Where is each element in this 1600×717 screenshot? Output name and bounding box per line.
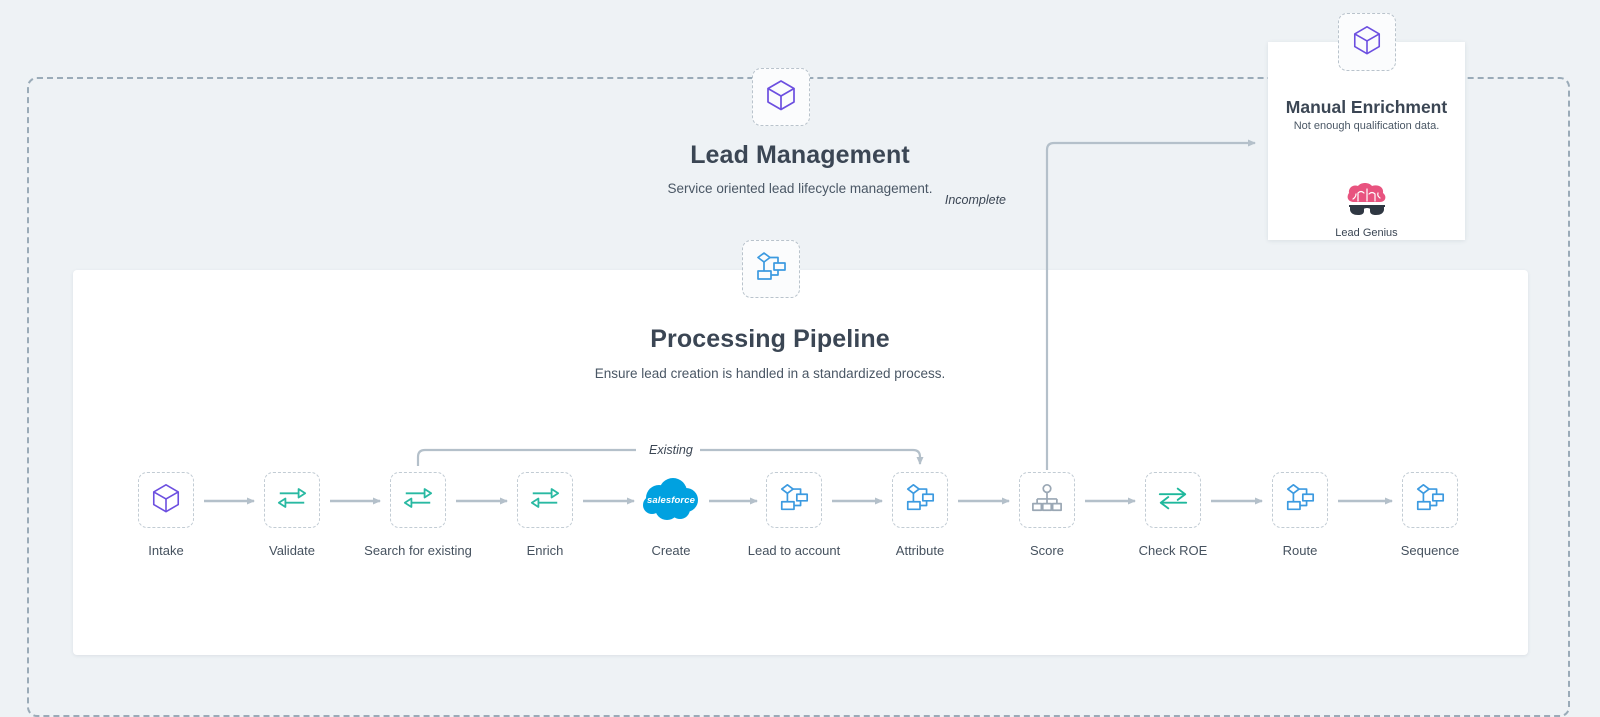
pipeline-step-lead-to-account[interactable]: Lead to account xyxy=(739,472,849,559)
exchange-icon xyxy=(529,482,561,519)
step-tile xyxy=(138,472,194,528)
cube-icon xyxy=(764,78,798,117)
pipeline-step-search-for-existing[interactable]: Search for existing xyxy=(363,472,473,559)
step-tile xyxy=(1019,472,1075,528)
step-tile xyxy=(264,472,320,528)
manual-enrichment-subtitle: Not enough qualification data. xyxy=(1293,120,1440,132)
swap-icon xyxy=(1157,482,1189,519)
pipeline-steps: Intake Validate xyxy=(111,472,1485,559)
step-tile xyxy=(517,472,573,528)
pipeline-step-enrich[interactable]: Enrich xyxy=(490,472,600,559)
flowchart-icon xyxy=(754,250,788,289)
cube-icon xyxy=(150,482,182,519)
diagram-canvas: Lead Management Service oriented lead li… xyxy=(27,13,1570,717)
flowchart-icon xyxy=(904,482,936,519)
step-label: Route xyxy=(1282,543,1318,558)
step-label: Check ROE xyxy=(1138,543,1208,558)
step-tile: salesforce xyxy=(643,472,699,528)
step-tile xyxy=(892,472,948,528)
step-tile xyxy=(1145,472,1201,528)
flowchart-icon xyxy=(1284,482,1316,519)
processing-pipeline-panel xyxy=(73,270,1528,655)
lead-management-subtitle: Service oriented lead lifecycle manageme… xyxy=(667,181,933,196)
lead-management-title: Lead Management xyxy=(690,141,910,169)
pipeline-step-validate[interactable]: Validate xyxy=(237,472,347,559)
step-label: Create xyxy=(651,543,691,558)
step-label: Intake xyxy=(148,543,184,558)
pipeline-step-create[interactable]: salesforce Create xyxy=(616,472,726,559)
step-label: Validate xyxy=(268,543,315,558)
salesforce-wordmark: salesforce xyxy=(646,494,695,506)
exchange-icon xyxy=(402,482,434,519)
manual-enrichment-badge xyxy=(1338,13,1396,71)
step-label: Lead to account xyxy=(747,543,841,558)
pipeline-step-score[interactable]: Score xyxy=(992,472,1102,559)
manual-enrichment-card[interactable]: Manual Enrichment Not enough qualificati… xyxy=(1268,42,1465,240)
brain-glasses-icon xyxy=(1344,183,1390,224)
pipeline-step-check-roe[interactable]: Check ROE xyxy=(1118,472,1228,559)
connector-label-existing: Existing xyxy=(643,443,699,457)
step-tile xyxy=(766,472,822,528)
flowchart-icon xyxy=(778,482,810,519)
processing-pipeline-subtitle: Ensure lead creation is handled in a sta… xyxy=(594,366,946,381)
pipeline-step-attribute[interactable]: Attribute xyxy=(865,472,975,559)
processing-pipeline-title: Processing Pipeline xyxy=(650,325,890,353)
vendor-block: Lead Genius xyxy=(1268,182,1465,239)
pipeline-step-route[interactable]: Route xyxy=(1245,472,1355,559)
step-tile xyxy=(390,472,446,528)
step-label: Enrich xyxy=(526,543,564,558)
cube-icon xyxy=(1351,24,1383,61)
step-label: Sequence xyxy=(1400,543,1460,558)
step-label: Attribute xyxy=(895,543,945,558)
connector-label-incomplete: Incomplete xyxy=(938,193,1016,207)
salesforce-icon: salesforce xyxy=(639,478,703,522)
processing-pipeline-badge xyxy=(742,240,800,298)
pipeline-step-intake[interactable]: Intake xyxy=(111,472,221,559)
step-label: Search for existing xyxy=(364,543,472,558)
exchange-icon xyxy=(276,482,308,519)
step-label: Score xyxy=(1030,543,1064,558)
manual-enrichment-title: Manual Enrichment xyxy=(1285,97,1448,117)
connector-layer xyxy=(204,139,1393,505)
step-tile xyxy=(1402,472,1458,528)
step-tile xyxy=(1272,472,1328,528)
flowchart-icon xyxy=(1414,482,1446,519)
vendor-name: Lead Genius xyxy=(1335,227,1398,239)
lead-management-badge xyxy=(752,68,810,126)
hierarchy-icon xyxy=(1031,482,1063,519)
pipeline-step-sequence[interactable]: Sequence xyxy=(1375,472,1485,559)
